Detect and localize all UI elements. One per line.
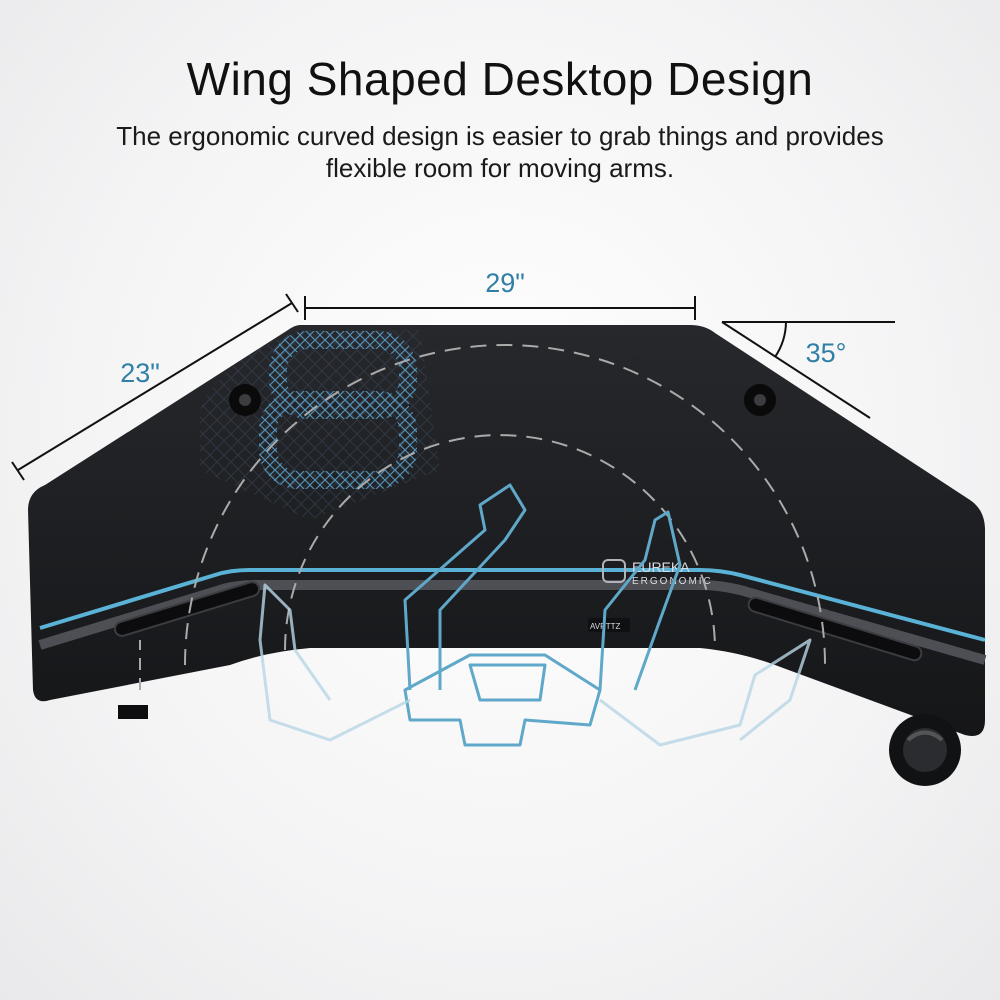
page-title: Wing Shaped Desktop Design — [186, 53, 814, 105]
depth-label: 23" — [120, 358, 160, 388]
grommet-right — [744, 384, 776, 416]
brand-logo: EUREKA ERGONOMIC — [602, 559, 713, 587]
control-panel — [588, 618, 630, 632]
right-slot — [747, 596, 923, 662]
person-figure — [403, 483, 682, 747]
dimension-angle — [721, 321, 895, 419]
left-slot — [113, 581, 261, 637]
reach-arc-inner — [284, 434, 716, 651]
desk-top — [28, 325, 985, 736]
brand-tagline: ERGONOMIC — [632, 576, 713, 587]
width-label: 29" — [485, 268, 525, 298]
cup-holder — [889, 714, 961, 786]
dimension-width — [304, 296, 696, 320]
headphone-bracket — [118, 705, 148, 719]
dimension-depth — [11, 293, 299, 481]
grommet-left — [229, 384, 261, 416]
brand-name: EUREKA — [632, 559, 690, 575]
desk-edge-stripe — [39, 568, 986, 642]
person-arms-ghost — [258, 583, 812, 747]
page-subtitle: The ergonomic curved design is easier to… — [116, 121, 884, 183]
angle-label: 35° — [806, 338, 847, 368]
reach-arc-outer — [184, 344, 826, 666]
